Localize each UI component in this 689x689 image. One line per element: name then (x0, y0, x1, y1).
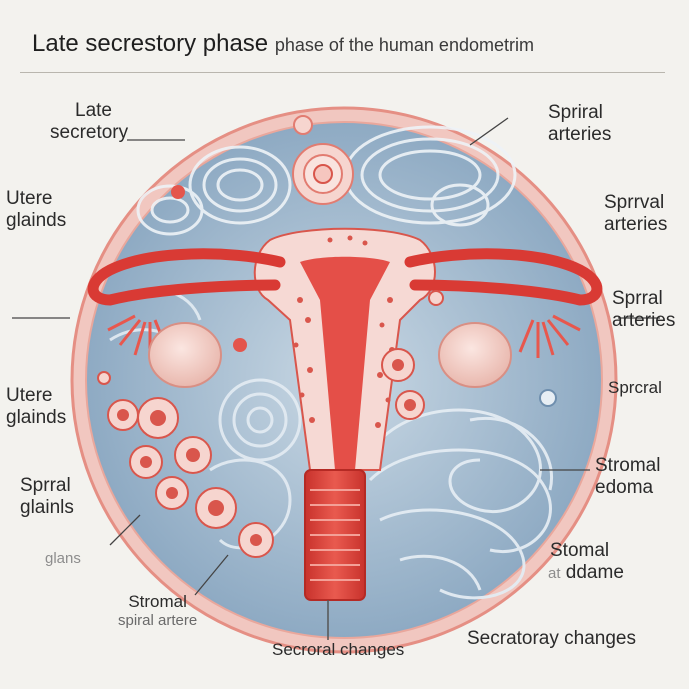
label-sprcral: Sprcral (608, 378, 662, 397)
label-stromal-spiral: Stromal spiral artere (118, 592, 197, 629)
label-utere-glands-mid: Utere glainds (6, 385, 66, 429)
label-secroral-changes: Secroral changes (272, 640, 405, 659)
label-spiral-arteries-2-line2: arteries (604, 213, 668, 235)
label-stromal-edoma-line1: Stromal (595, 455, 661, 476)
label-glands-faint: glans (45, 550, 81, 567)
label-spiral-arteries-3: Sprral arteries (612, 288, 675, 332)
gland-small-left (171, 185, 185, 199)
label-utere-glands-top-line1: Utere (6, 188, 53, 209)
label-stomal-prefix: at (548, 564, 561, 582)
label-spiral-arteries-2-line1: Sprrval (604, 192, 665, 213)
gland-small-top (293, 115, 313, 135)
leader-lines (12, 117, 660, 596)
label-stomal-ddame-line1: Stomal (550, 540, 610, 561)
stromal-swirls-right (368, 408, 553, 600)
stromal-swirls-left (109, 288, 302, 550)
cervix-rings (310, 489, 360, 581)
fallopian-tube-left (87, 248, 286, 306)
label-spiral-glands: Sprral glainls (20, 475, 74, 519)
label-utere-glands-top-line2: glainds (6, 209, 67, 231)
label-utere-glands-mid-line1: Utere (6, 385, 53, 406)
label-stomal-ddame-line2: ddame (565, 561, 624, 583)
fimbriae-right (518, 314, 581, 358)
label-stomal-ddame: Stomal at ddame (548, 540, 624, 584)
label-spiral-glands-line2: glainls (20, 496, 74, 518)
label-stromal-spiral-line2: spiral artere (118, 611, 198, 629)
ovary-left (148, 322, 222, 388)
ovary-right (438, 322, 512, 388)
gland-top-center (292, 143, 354, 205)
uterine-cavity (300, 256, 390, 470)
label-late-secretory: Late secretory (50, 100, 128, 144)
label-stromal-edoma: Stromal edoma (595, 455, 660, 499)
label-utere-glands-mid-line2: glainds (6, 406, 67, 428)
fallopian-tube-right (404, 248, 603, 306)
page-title: Late secrestory phase phase of the human… (32, 30, 534, 58)
label-secratoray-changes: Secratoray changes (467, 628, 636, 649)
gland-cluster-left (97, 371, 274, 558)
label-spiral-arteries-1-line2: arteries (548, 123, 612, 145)
title-main: Late secrestory phase (32, 30, 269, 57)
cell-dots (293, 235, 395, 428)
label-spiral-arteries-3-line1: Sprral (612, 288, 663, 309)
label-late-secretory-line2: secretory (50, 121, 129, 143)
title-divider (20, 72, 665, 73)
label-spiral-arteries-3-line2: arteries (612, 309, 676, 331)
label-spiral-arteries-1: Spriral arteries (548, 102, 611, 146)
label-spiral-arteries-2: Sprrval arteries (604, 192, 667, 236)
label-stromal-edoma-line2: edoma (595, 476, 654, 498)
label-utere-glands-top: Utere glainds (6, 188, 66, 232)
gland-cluster-right (233, 290, 557, 420)
label-stromal-spiral-line1: Stromal (128, 592, 187, 611)
label-spiral-arteries-1-line1: Spriral (548, 102, 603, 123)
label-late-secretory-line1: Late (75, 100, 112, 121)
label-spiral-glands-line1: Sprral (20, 475, 71, 496)
title-rest: phase of the human endometrim (274, 35, 534, 55)
